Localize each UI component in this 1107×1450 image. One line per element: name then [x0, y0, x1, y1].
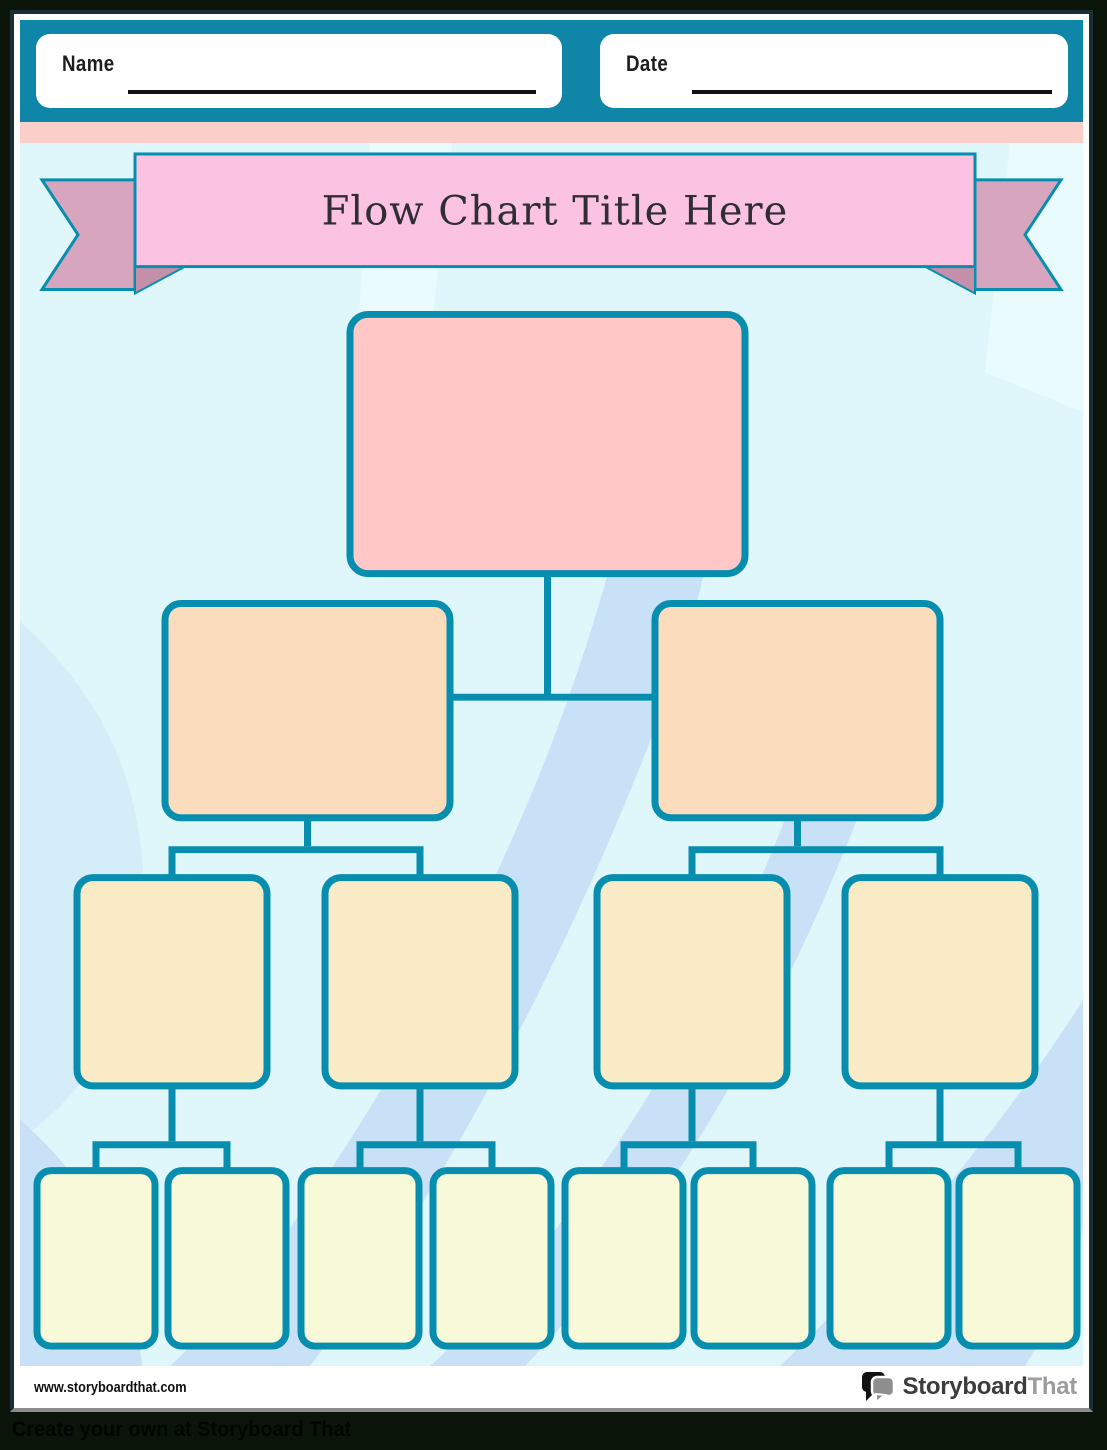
flow-node-l4-8[interactable]: [955, 1167, 1081, 1350]
banner-title[interactable]: Flow Chart Title Here: [322, 189, 789, 235]
flow-node-l3-4[interactable]: [841, 874, 1039, 1090]
ribbon-fold-left: [134, 265, 186, 296]
date-field-box: Date: [600, 34, 1068, 108]
connector-l3b-bracket: [356, 1141, 496, 1171]
flow-node-l4-1[interactable]: [33, 1167, 159, 1350]
flowchart-canvas: Flow Chart Title Here: [20, 143, 1083, 1366]
flow-node-l4-4[interactable]: [429, 1167, 555, 1350]
flow-node-l4-5[interactable]: [561, 1167, 687, 1350]
tagline: Create your own at Storyboard That: [12, 1418, 352, 1441]
flow-node-l2-2[interactable]: [651, 600, 944, 822]
ribbon-tail-left: [39, 178, 137, 292]
website-url: www.storyboardthat.com: [34, 1378, 187, 1396]
worksheet-page: Name Date: [10, 10, 1093, 1412]
flowchart-svg: Flow Chart Title Here: [20, 143, 1083, 1366]
connector-l1-l2: [448, 571, 657, 701]
flow-node-l2-1[interactable]: [161, 600, 454, 822]
header-bar: Name Date: [20, 20, 1083, 122]
flow-node-l4-2[interactable]: [164, 1167, 290, 1350]
banner-rect[interactable]: [133, 152, 977, 269]
name-field-box: Name: [36, 34, 562, 108]
date-label: Date: [626, 51, 669, 76]
flow-node-l4-7[interactable]: [826, 1167, 952, 1350]
flow-node-l3-1[interactable]: [73, 874, 271, 1090]
logo-speech-bubbles-icon: [861, 1372, 895, 1404]
flow-node-l3-3[interactable]: [593, 874, 791, 1090]
flow-node-l3-2[interactable]: [321, 874, 519, 1090]
connector-l3c-bracket: [620, 1141, 757, 1171]
logo-text: StoryboardThat: [903, 1373, 1078, 1401]
connector-l2a-bracket: [168, 846, 424, 882]
connectors: [92, 571, 1022, 1171]
flow-node-l4-6[interactable]: [690, 1167, 816, 1350]
logo-text-that: That: [1027, 1373, 1078, 1400]
footer-bar: www.storyboardthat.com StoryboardThat: [14, 1366, 1089, 1408]
title-banner: Flow Chart Title Here: [39, 152, 1064, 296]
flow-nodes: [33, 310, 1081, 1350]
connector-l2b-bracket: [688, 846, 944, 882]
name-label: Name: [62, 51, 115, 76]
flow-node-l1-1[interactable]: [346, 310, 749, 578]
ribbon-fold-right: [924, 265, 976, 296]
connector-l3d-bracket: [885, 1141, 1022, 1171]
flow-node-l4-3[interactable]: [297, 1167, 423, 1350]
logo-text-storyboard: Storyboard: [902, 1373, 1028, 1400]
storyboardthat-logo: StoryboardThat: [861, 1370, 1078, 1404]
pink-strip: [20, 122, 1083, 143]
name-write-line[interactable]: [128, 90, 536, 94]
date-write-line[interactable]: [692, 90, 1052, 94]
connector-l3a-bracket: [92, 1141, 231, 1171]
